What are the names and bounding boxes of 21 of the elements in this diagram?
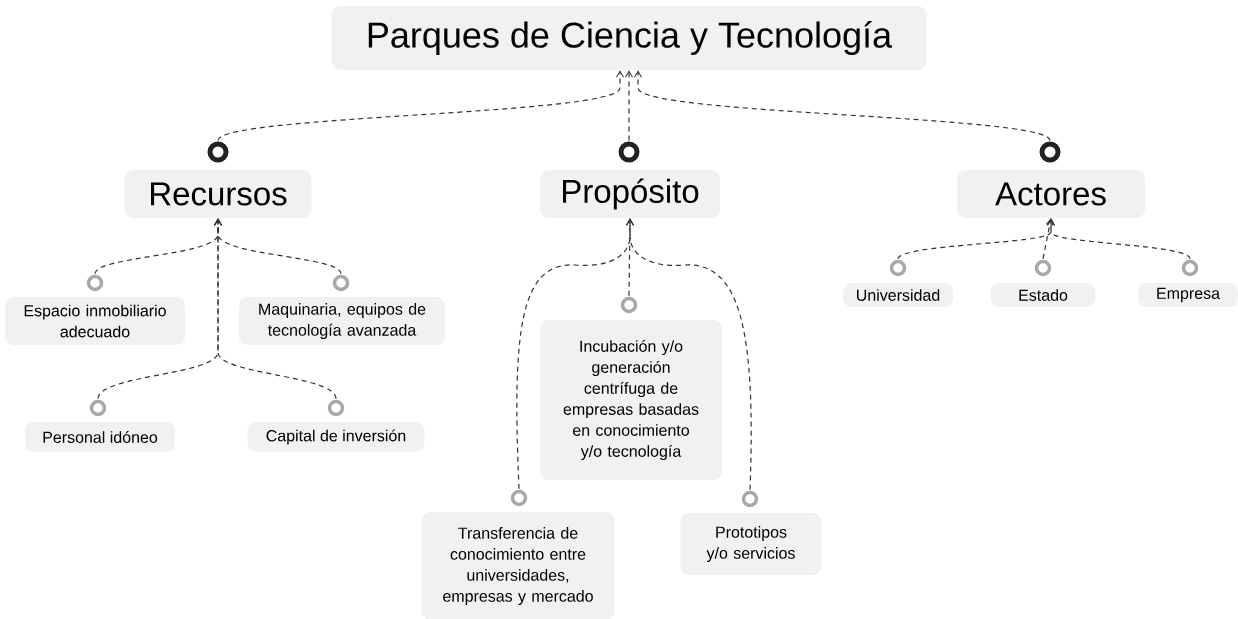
topic-box: Personal idóneo: [25, 422, 175, 452]
topic-box: Espacio inmobiliario adecuado: [5, 297, 185, 345]
topic-box: Incubación y/o generación centrífuga de empresas basadas en conocimiento y/o tecnología: [540, 320, 722, 480]
topic-box: Parques de Ciencia y Tecnología: [331, 6, 927, 70]
dashed-arrow: [217, 70, 624, 142]
topic-box: Actores: [957, 170, 1145, 218]
topic-box: Empresa: [1138, 283, 1238, 307]
topic-box: Universidad: [843, 283, 953, 307]
topic-box: Recursos: [124, 170, 312, 218]
topic-box: Propósito: [540, 170, 720, 218]
dashed-arrow: [1042, 218, 1054, 260]
topic-box: Maquinaria, equipos de tecnología avanzada: [239, 297, 445, 345]
dashed-arrow: [634, 70, 1051, 142]
topic-box: Estado: [990, 283, 1096, 307]
dashed-arrow: [1047, 218, 1191, 260]
dashed-arrow: [214, 218, 337, 400]
topic-box: Capital de inversión: [247, 422, 425, 452]
topic-box: Transferencia de conocimiento entre universidades, empresas y mercado: [421, 512, 615, 619]
dashed-arrow: [626, 218, 752, 491]
topic-box: Prototipos y/o servicios: [680, 513, 822, 575]
dashed-arrow: [625, 70, 633, 142]
